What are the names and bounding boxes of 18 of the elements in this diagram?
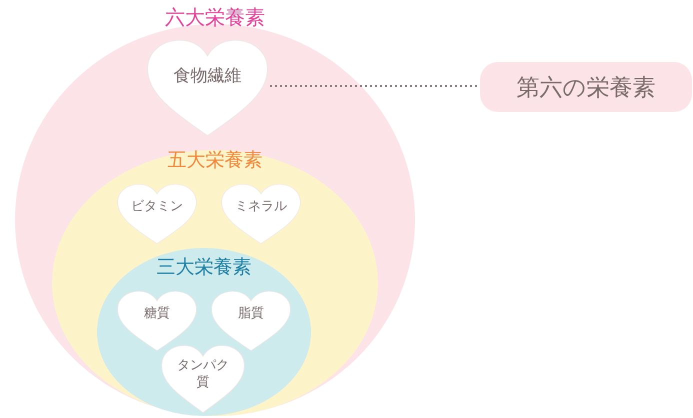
circle-heading: 三大栄養素 [156, 255, 252, 280]
nutrient-label: 糖質 [144, 305, 170, 322]
circle-heading: 五大栄養素 [168, 148, 262, 173]
nutrient-label: ビタミン [131, 198, 183, 216]
nutrient-label: タンパク質 [176, 358, 230, 392]
nutrient-label: ミネラル [235, 198, 287, 216]
pill-label [480, 62, 692, 112]
heart-shape [116, 290, 198, 352]
heart-shape [220, 183, 302, 245]
heart-shape [210, 290, 292, 352]
dotted-line [270, 85, 480, 87]
circle-heading: 六大栄養素 [165, 4, 265, 31]
heart-shape [160, 344, 246, 414]
heart-shape [116, 183, 198, 245]
nutrient-label: 食物繊維 [174, 65, 242, 88]
callout-text: 第六の栄養素 [516, 74, 656, 102]
heart-shape [145, 38, 270, 138]
nutrient-label: 脂質 [238, 305, 264, 322]
